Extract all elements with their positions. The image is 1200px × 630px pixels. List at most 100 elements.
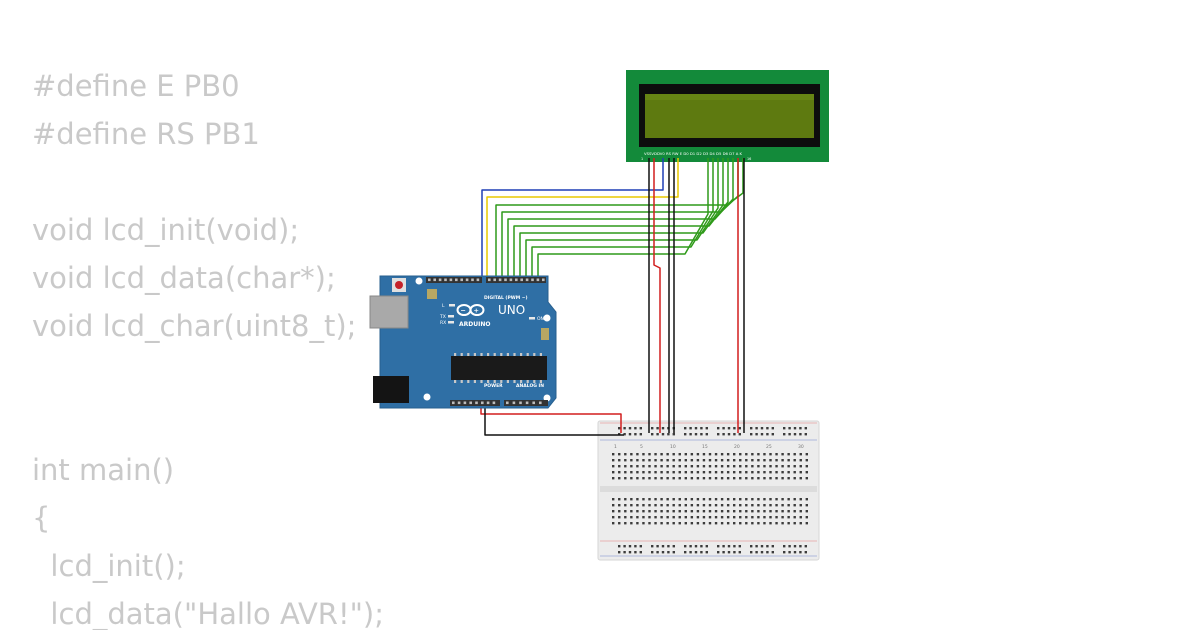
breadboard-rail-hole (651, 433, 654, 436)
lcd-module[interactable]: VSSVDDV0 RS RW E D0 D1 D2 D3 D4 D5 D6 D7… (626, 70, 829, 162)
header-pin (460, 278, 463, 282)
breadboard-hole (672, 522, 675, 525)
breadboard-hole (745, 459, 748, 462)
header-pins (428, 278, 545, 405)
breadboard-hole (690, 522, 694, 525)
wire-black[interactable] (484, 403, 624, 436)
icsp-header (541, 328, 549, 340)
rx-label: RX (440, 320, 446, 326)
breadboard-hole (684, 453, 687, 456)
breadboard-rail-hole (700, 433, 703, 436)
breadboard-hole (769, 504, 772, 507)
wire-green[interactable] (537, 158, 709, 283)
breadboard-hole (660, 522, 663, 525)
wire-green[interactable] (507, 158, 734, 283)
header-pin (475, 401, 478, 405)
breadboard-hole (714, 465, 718, 468)
code-line: void lcd_char(uint8_t); (32, 309, 357, 343)
chip-leg (539, 353, 542, 356)
chip-leg (513, 380, 516, 383)
on-led (529, 317, 535, 320)
breadboard-hole (714, 504, 718, 507)
code-line: #define RS PB1 (32, 117, 260, 151)
arduino-uno-board[interactable]: − + UNO ARDUINO DIGITAL (PWM ~) POWER AN… (369, 275, 557, 409)
breadboard-hole (702, 465, 706, 468)
breadboard-rail-hole (700, 551, 703, 554)
breadboard-hole (636, 510, 639, 513)
breadboard-hole (763, 504, 766, 507)
breadboard-hole (751, 504, 754, 507)
breadboard-hole (636, 477, 639, 480)
breadboard-hole (654, 453, 657, 456)
breadboard-hole (630, 516, 633, 519)
breadboard-hole (799, 504, 802, 507)
breadboard-hole (684, 498, 687, 501)
breadboard-hole (660, 459, 663, 462)
breadboard-hole (624, 453, 627, 456)
mounting-hole (543, 314, 551, 322)
breadboard-hole (769, 510, 772, 513)
breadboard-hole (648, 510, 651, 513)
header-pin (452, 401, 455, 405)
breadboard-hole (745, 465, 748, 468)
breadboard-hole (684, 516, 687, 519)
breadboard-hole (654, 516, 657, 519)
breadboard-hole (672, 459, 675, 462)
breadboard-rail-hole (738, 551, 741, 554)
header-pin (519, 401, 522, 405)
breadboard-rail-hole (628, 551, 632, 554)
breadboard-hole (745, 516, 748, 519)
chip-leg (460, 380, 463, 383)
breadboard-hole (733, 510, 736, 513)
breadboard-hole (775, 453, 778, 456)
breadboard-hole (720, 522, 724, 525)
wire-green[interactable] (495, 158, 744, 283)
breadboard-rail-hole (656, 551, 659, 554)
breadboard-rail-hole (766, 551, 769, 554)
breadboard-hole (618, 498, 621, 501)
chip-leg (473, 380, 476, 383)
code-line: lcd_init(); (32, 549, 186, 583)
breadboard-rail-hole (628, 427, 632, 430)
breadboard-hole (642, 471, 645, 474)
wire-yellow[interactable] (486, 158, 679, 283)
breadboard-hole (769, 522, 772, 525)
wire-green[interactable] (513, 158, 729, 283)
breadboard-hole (720, 453, 724, 456)
breadboard-rail-hole (755, 545, 758, 548)
breadboard-hole (654, 477, 657, 480)
breadboard[interactable]: 1 5 10 15 20 25 30 (597, 420, 820, 561)
circuit-canvas: 1 5 10 15 20 25 30 VSSVDDV0 RS RW E D0 D… (369, 70, 829, 561)
breadboard-hole (763, 459, 766, 462)
breadboard-hole (763, 522, 766, 525)
breadboard-hole (684, 510, 687, 513)
breadboard-hole (708, 465, 712, 468)
breadboard-hole (775, 498, 778, 501)
wire-blue[interactable] (481, 158, 664, 283)
breadboard-hole (763, 465, 766, 468)
breadboard-hole (763, 477, 766, 480)
breadboard-hole (696, 453, 700, 456)
breadboard-rail-hole (717, 433, 720, 436)
breadboard-hole (781, 453, 784, 456)
wire-red[interactable] (653, 158, 661, 433)
breadboard-hole (769, 516, 772, 519)
breadboard-hole (805, 504, 808, 507)
breadboard-rail-hole (656, 433, 659, 436)
breadboard-hole (648, 453, 651, 456)
tx-led (448, 315, 454, 318)
breadboard-hole (708, 453, 712, 456)
breadboard-hole (763, 471, 766, 474)
wire-green[interactable] (519, 158, 724, 283)
breadboard-rail-hole (651, 427, 654, 430)
breadboard-hole (775, 471, 778, 474)
wire-green[interactable] (531, 158, 714, 283)
breadboard-rail-hole (799, 433, 802, 436)
wire-green[interactable] (525, 158, 719, 283)
breadboard-rail-hole (694, 427, 698, 430)
breadboard-hole (751, 510, 754, 513)
digital-header-left (426, 277, 482, 283)
breadboard-hole (690, 471, 694, 474)
breadboard-rail-hole (783, 427, 786, 430)
breadboard-rail-hole (634, 551, 637, 554)
